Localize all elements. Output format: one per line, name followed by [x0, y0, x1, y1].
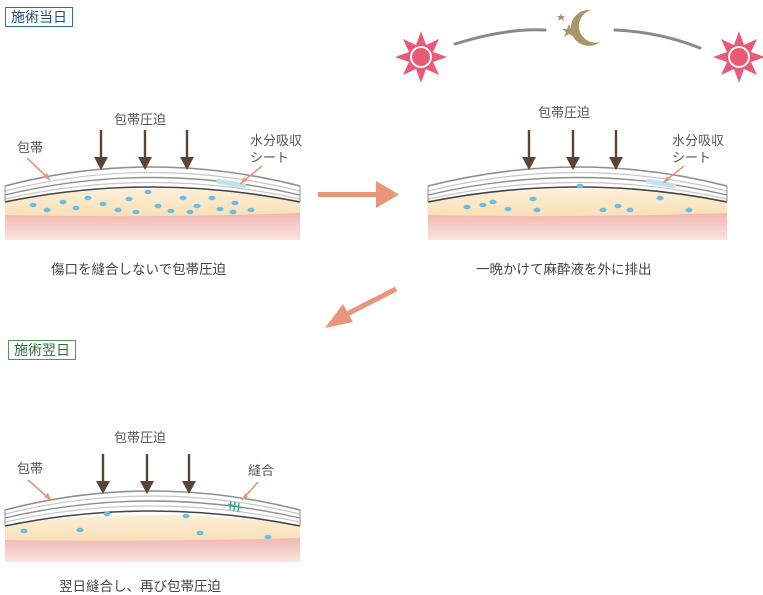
star-icon — [562, 24, 576, 37]
next-step-arrow — [318, 181, 399, 208]
pressure-arrow — [607, 128, 625, 172]
panel3-tissue — [4, 490, 301, 562]
panel3-suture-label: 縫合 — [248, 464, 275, 479]
star-icon — [557, 13, 565, 21]
pressure-arrow — [564, 128, 582, 172]
panel3-bandage-label: 包帯 — [17, 462, 44, 477]
suture-marks — [227, 500, 243, 513]
panel2-pressure-label: 包帯圧迫 — [538, 106, 591, 121]
moon-icon — [570, 9, 600, 46]
panel3-pressure-label: 包帯圧迫 — [114, 431, 167, 446]
pressure-arrow — [138, 452, 156, 496]
pressure-arrow — [92, 128, 110, 172]
panel1-pressure-label: 包帯圧迫 — [114, 113, 167, 128]
surgery-day-tag: 施術当日 — [5, 7, 73, 27]
fluid-dots — [463, 183, 693, 213]
panel2-sheet-label-2: シート — [672, 151, 712, 166]
panel1-sheet-label-1: 水分吸収 — [250, 134, 303, 149]
fluid-dots — [20, 511, 272, 540]
panel1-sheet-label-2: シート — [250, 151, 290, 166]
panel2-tissue — [427, 166, 728, 240]
pressure-arrow — [180, 452, 198, 496]
pressure-arrow — [178, 128, 196, 172]
fluid-dots — [29, 189, 255, 215]
next-step-arrow — [325, 286, 398, 328]
panel1-tissue — [4, 166, 301, 240]
panel2-caption: 一晩かけて麻酔液を外に排出 — [476, 262, 652, 278]
panel2-sheet-label-1: 水分吸収 — [672, 134, 725, 149]
sun-icon — [713, 31, 763, 83]
pressure-arrow — [520, 128, 538, 172]
sun-icon — [395, 31, 447, 83]
next-day-tag: 施術翌日 — [8, 340, 76, 360]
pressure-arrow — [136, 128, 154, 172]
panel1-bandage-label: 包帯 — [17, 141, 44, 156]
pressure-arrow — [94, 452, 112, 496]
panel1-caption: 傷口を縫合しないで包帯圧迫 — [51, 262, 227, 278]
